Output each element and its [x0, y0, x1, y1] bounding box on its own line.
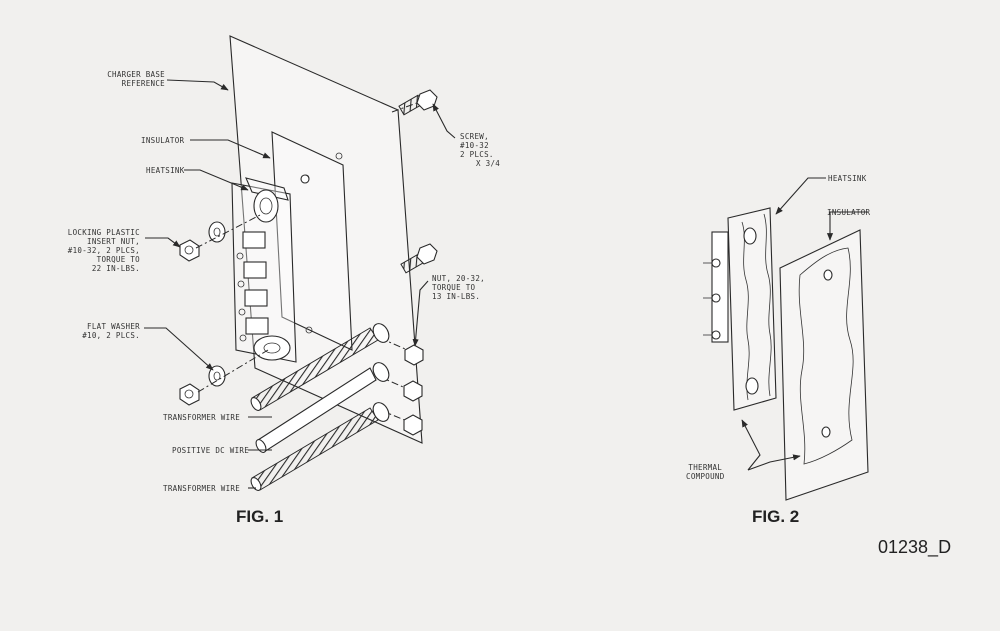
- callout-heatsink-fig2: HEATSINK: [828, 174, 867, 183]
- fig2-title: FIG. 2: [752, 507, 800, 526]
- callout-nut: NUT, 20-32, TORQUE TO 13 IN-LBS.: [432, 274, 485, 301]
- locking-nut-upper: [179, 239, 200, 262]
- drawing-number: 01238_D: [878, 537, 952, 557]
- fig1-heatsink: [231, 174, 310, 363]
- fig1-screw-upper: [398, 89, 438, 116]
- fig1-screw-lower: [400, 243, 438, 274]
- nut-2: [403, 380, 423, 402]
- nut-1: [404, 344, 424, 366]
- callout-heatsink-fig1: HEATSINK: [146, 166, 185, 175]
- nut-3: [403, 414, 423, 436]
- transformer-wire-top: [250, 323, 390, 411]
- callout-insulator-fig2: INSULATOR: [827, 208, 871, 217]
- callout-locking-nut: LOCKING PLASTIC INSERT NUT, #10-32, 2 PL…: [67, 228, 140, 273]
- positive-dc-wire: [255, 362, 390, 453]
- fig1-drawing: [144, 35, 456, 491]
- callout-transformer-wire-top: TRANSFORMER WIRE: [163, 413, 241, 422]
- callout-positive-dc-wire: POSITIVE DC WIRE: [172, 446, 250, 455]
- callout-screw: SCREW, #10-32 2 PLCS. X 3/4: [460, 132, 501, 168]
- callout-flat-washer: FLAT WASHER #10, 2 PLCS.: [82, 322, 140, 340]
- flat-washer-upper: [208, 221, 226, 243]
- fig2-drawing: [703, 177, 869, 501]
- callout-insulator-fig1: INSULATOR: [141, 136, 185, 145]
- fig1-title: FIG. 1: [236, 507, 284, 526]
- fig2-insulator: [779, 229, 869, 501]
- callout-thermal-compound: THERMAL COMPOUND: [686, 463, 725, 481]
- callout-transformer-wire-bottom: TRANSFORMER WIRE: [163, 484, 241, 493]
- fig2-heatsink: [703, 207, 777, 411]
- callout-charger-base-reference: CHARGER BASE REFERENCE: [107, 70, 165, 88]
- transformer-wire-bottom: [250, 402, 390, 491]
- locking-nut-lower: [179, 383, 200, 406]
